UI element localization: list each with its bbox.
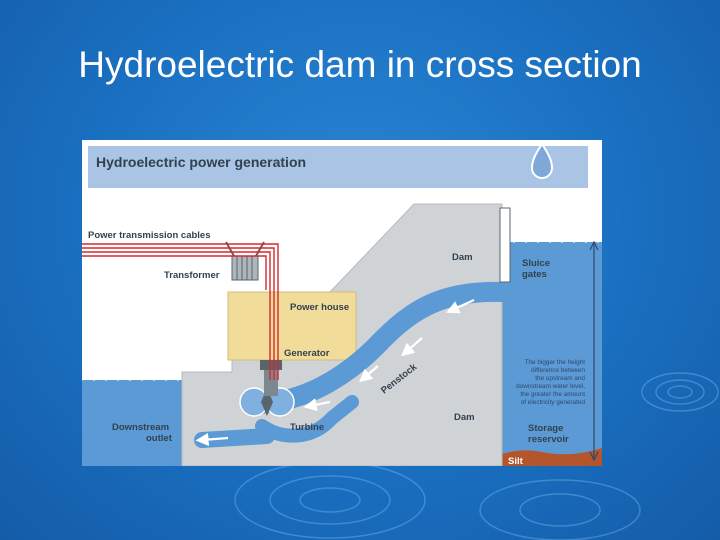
slide-title: Hydroelectric dam in cross section bbox=[78, 44, 642, 85]
turbine-label: Turbine bbox=[290, 422, 324, 433]
note-line: downstream water level, bbox=[516, 383, 585, 390]
hydroelectric-dam-diagram: Hydroelectric power generation bbox=[82, 140, 602, 466]
note-line: the upstream and bbox=[535, 375, 585, 382]
silt-layer bbox=[502, 448, 602, 466]
title-banner bbox=[88, 146, 588, 188]
reservoir-label-line2: reservoir bbox=[528, 434, 569, 445]
power-house bbox=[227, 291, 357, 361]
silt-label: Silt bbox=[508, 456, 524, 466]
downstream-label-line2: outlet bbox=[146, 433, 173, 444]
sluice-gate bbox=[499, 207, 511, 283]
dam-top-label: Dam bbox=[452, 252, 473, 263]
note-line: The bigger the height bbox=[525, 359, 586, 366]
height-difference-arrow bbox=[589, 240, 599, 462]
storage-reservoir-water bbox=[502, 242, 602, 466]
downstream-label-line1: Downstream bbox=[112, 422, 169, 433]
note-line: of electricity generated bbox=[521, 399, 586, 406]
reservoir-label-line1: Storage bbox=[528, 423, 563, 434]
dam-bottom-label: Dam bbox=[454, 412, 475, 423]
generator-label: Generator bbox=[284, 348, 330, 359]
sluice-label-line2: gates bbox=[522, 269, 547, 280]
downstream-water bbox=[82, 380, 182, 466]
transformer-label: Transformer bbox=[164, 270, 220, 281]
penstock-channel bbox=[242, 281, 512, 416]
height-difference-note: The bigger the height difference between… bbox=[516, 359, 585, 406]
power-transmission-cables bbox=[82, 243, 279, 380]
power-cables-label: Power transmission cables bbox=[88, 230, 211, 241]
note-line: the greater the amount bbox=[520, 391, 585, 398]
sluice-label-line1: Sluice bbox=[522, 258, 550, 269]
water-drop-icon bbox=[530, 142, 554, 179]
note-line: difference between bbox=[531, 367, 585, 374]
banner-title: Hydroelectric power generation bbox=[96, 154, 306, 170]
power-house-label: Power house bbox=[290, 302, 349, 313]
